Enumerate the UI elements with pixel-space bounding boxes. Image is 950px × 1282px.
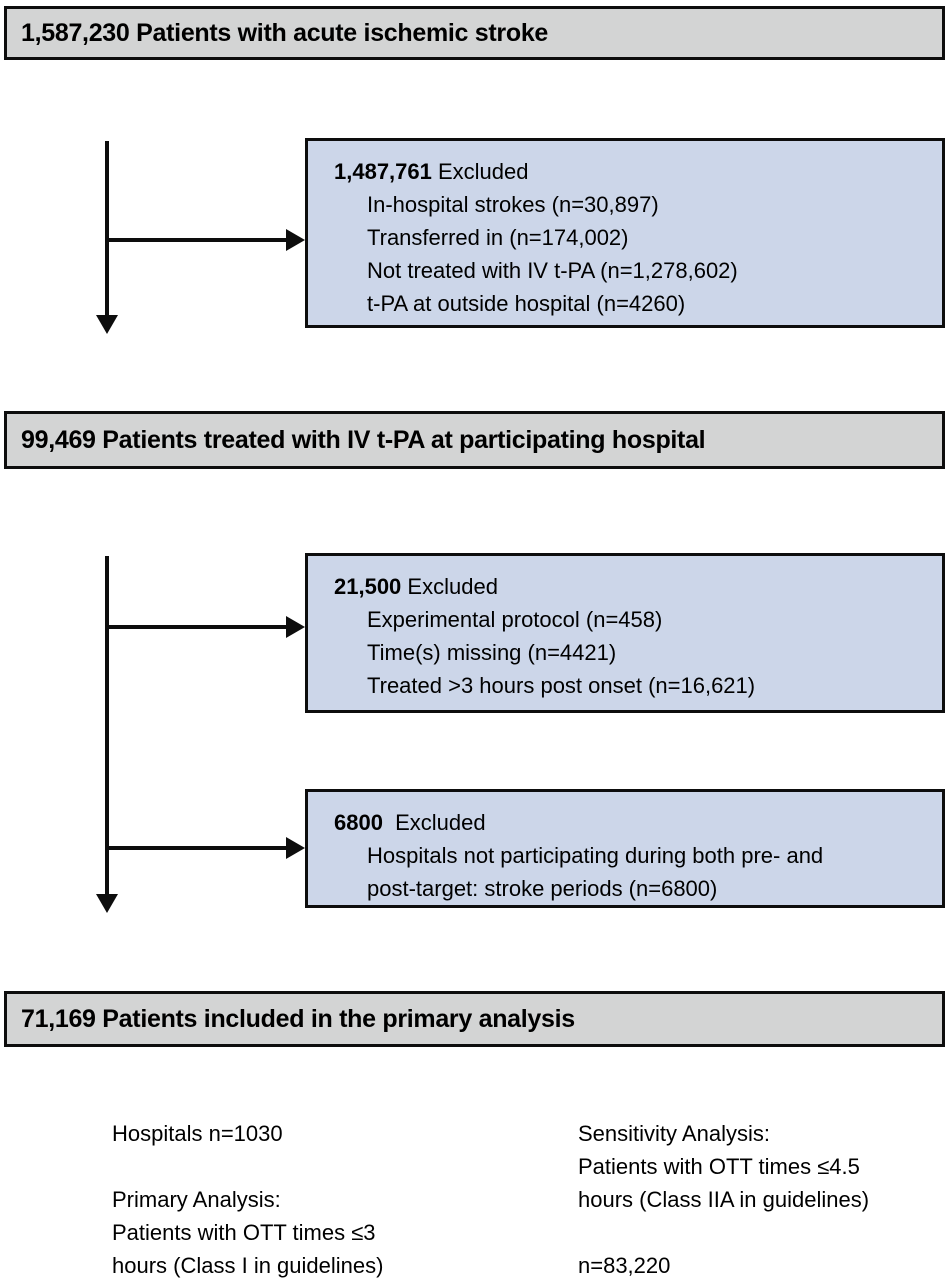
sensitivity-analysis-n: n=83,220 [578, 1249, 950, 1282]
sensitivity-analysis-title: Sensitivity Analysis: [578, 1121, 770, 1146]
exclusion-reason: Experimental protocol (n=458) [367, 607, 663, 632]
connector-horizontal-line-1 [107, 238, 287, 242]
sensitivity-analysis-line-2: hours (Class IIA in guidelines) [578, 1187, 870, 1212]
primary-analysis-line-2: hours (Class I in guidelines) [112, 1253, 384, 1278]
exclusion-reason: Transferred in (n=174,002) [367, 225, 629, 250]
notes-left-column: Hospitals n=1030 Primary Analysis: Patie… [112, 1117, 542, 1282]
exclusion-heading: 21,500 Excluded [334, 570, 932, 603]
sensitivity-analysis-note: Sensitivity Analysis: Patients with OTT … [578, 1117, 950, 1216]
exclusion-label: Excluded [407, 574, 498, 599]
summary-bar-included-patients: 71,169 Patients included in the primary … [4, 991, 945, 1047]
arrowhead-down-icon [96, 315, 118, 334]
exclusion-heading: 1,487,761 Excluded [334, 155, 932, 188]
connector-vertical-line-1 [105, 141, 109, 317]
exclusion-box-2: 21,500 Excluded Experimental protocol (n… [305, 553, 945, 713]
exclusion-reason: Treated >3 hours post onset (n=16,621) [367, 673, 756, 698]
exclusion-box-3: 6800 Excluded Hospitals not participatin… [305, 789, 945, 908]
connector-horizontal-line-3 [107, 846, 287, 850]
exclusion-reason: In-hospital strokes (n=30,897) [367, 192, 659, 217]
arrowhead-right-icon [286, 229, 305, 251]
summary-bar-total-patients: 1,587,230 Patients with acute ischemic s… [4, 6, 945, 60]
exclusion-label: Excluded [438, 159, 529, 184]
arrowhead-down-icon [96, 894, 118, 913]
exclusion-count: 6800 [334, 810, 383, 835]
exclusion-reason: Time(s) missing (n=4421) [367, 640, 617, 665]
exclusion-heading: 6800 Excluded [334, 806, 932, 839]
summary-bar-label: 1,587,230 Patients with acute ischemic s… [21, 18, 549, 47]
primary-analysis-note: Primary Analysis: Patients with OTT time… [112, 1183, 542, 1282]
sensitivity-analysis-line-1: Patients with OTT times ≤4.5 [578, 1154, 860, 1179]
arrowhead-right-icon [286, 837, 305, 859]
hospitals-note: Hospitals n=1030 [112, 1117, 542, 1150]
notes-right-column: Sensitivity Analysis: Patients with OTT … [578, 1117, 950, 1282]
connector-horizontal-line-2 [107, 625, 287, 629]
exclusion-reason: Hospitals not participating during both … [367, 843, 824, 868]
exclusion-reason: Not treated with IV t-PA (n=1,278,602) [367, 258, 738, 283]
sensitivity-n-value: n=83,220 [578, 1253, 671, 1278]
hospitals-count: Hospitals n=1030 [112, 1121, 283, 1146]
exclusion-count: 21,500 [334, 574, 402, 599]
arrowhead-right-icon [286, 616, 305, 638]
primary-analysis-line-1: Patients with OTT times ≤3 [112, 1220, 376, 1245]
exclusion-reason: t-PA at outside hospital (n=4260) [367, 291, 686, 316]
exclusion-reason: post-target: stroke periods (n=6800) [367, 876, 718, 901]
summary-bar-label: 71,169 Patients included in the primary … [21, 1004, 575, 1033]
summary-bar-label: 99,469 Patients treated with IV t-PA at … [21, 425, 706, 454]
exclusion-box-1: 1,487,761 Excluded In-hospital strokes (… [305, 138, 945, 328]
exclusion-label: Excluded [395, 810, 486, 835]
connector-vertical-line-2 [105, 556, 109, 896]
exclusion-count: 1,487,761 [334, 159, 432, 184]
primary-analysis-title: Primary Analysis: [112, 1187, 281, 1212]
summary-bar-treated-patients: 99,469 Patients treated with IV t-PA at … [4, 411, 945, 469]
